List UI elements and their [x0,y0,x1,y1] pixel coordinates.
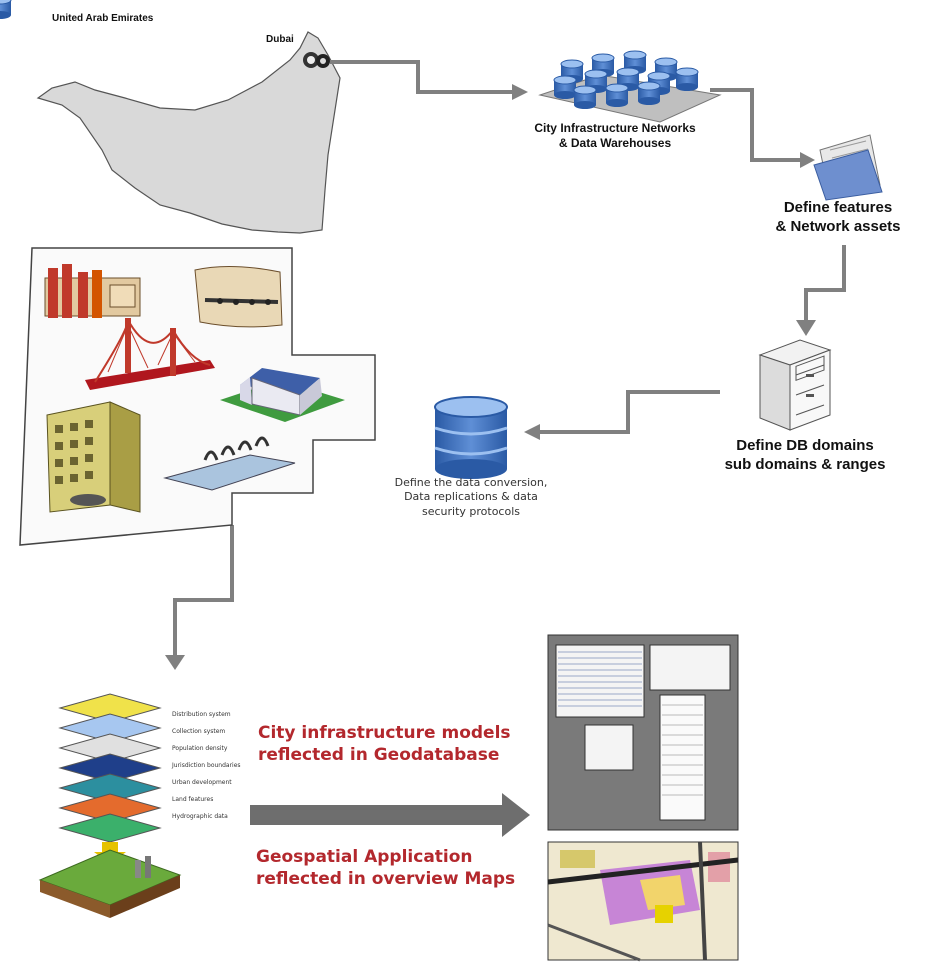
bridge-icon [85,318,215,390]
step-networks-label: City Infrastructure Networks & Data Ware… [534,121,696,150]
dubai-marker-icon [303,52,330,68]
overview-maps-caption: Geospatial Application reflected in over… [256,847,516,890]
database-icon [434,396,508,479]
layer-label: Distribution system [172,711,231,718]
city-label: Dubai [266,34,294,45]
geodatabase-caption: City infrastructure models reflected in … [258,723,511,766]
overview-map-screenshot [547,841,739,962]
step-conversion-label: Define the data conversion, Data replica… [394,476,548,518]
house-icon [220,368,345,422]
office-building-icon [46,401,141,513]
layer-label: Hydrographic data [172,813,228,820]
big-arrow [250,793,530,837]
layer-label: Urban development [172,779,232,786]
step-features-label: Define features & Network assets [775,199,901,235]
gis-layer-stack-icon [38,693,182,918]
dam-icon [194,265,283,328]
layer-label: Land features [172,796,214,803]
geodatabase-screenshot [547,634,739,831]
layer-label: Collection system [172,728,226,735]
flow-connectors [173,60,846,655]
water-treatment-icon [163,436,296,491]
data-warehouse-icon [0,0,722,123]
step-domains-label: Define DB domains sub domains & ranges [724,437,886,473]
country-label: United Arab Emirates [52,13,154,24]
layer-label: Population density [172,745,228,752]
file-cabinet-icon [758,339,832,431]
folder-icon [813,134,883,201]
uae-map [36,31,341,234]
infrastructure-panel [19,247,376,546]
layer-label: Jurisdiction boundaries [172,762,241,769]
factory-icon [44,264,141,318]
arrowheads [165,84,816,670]
